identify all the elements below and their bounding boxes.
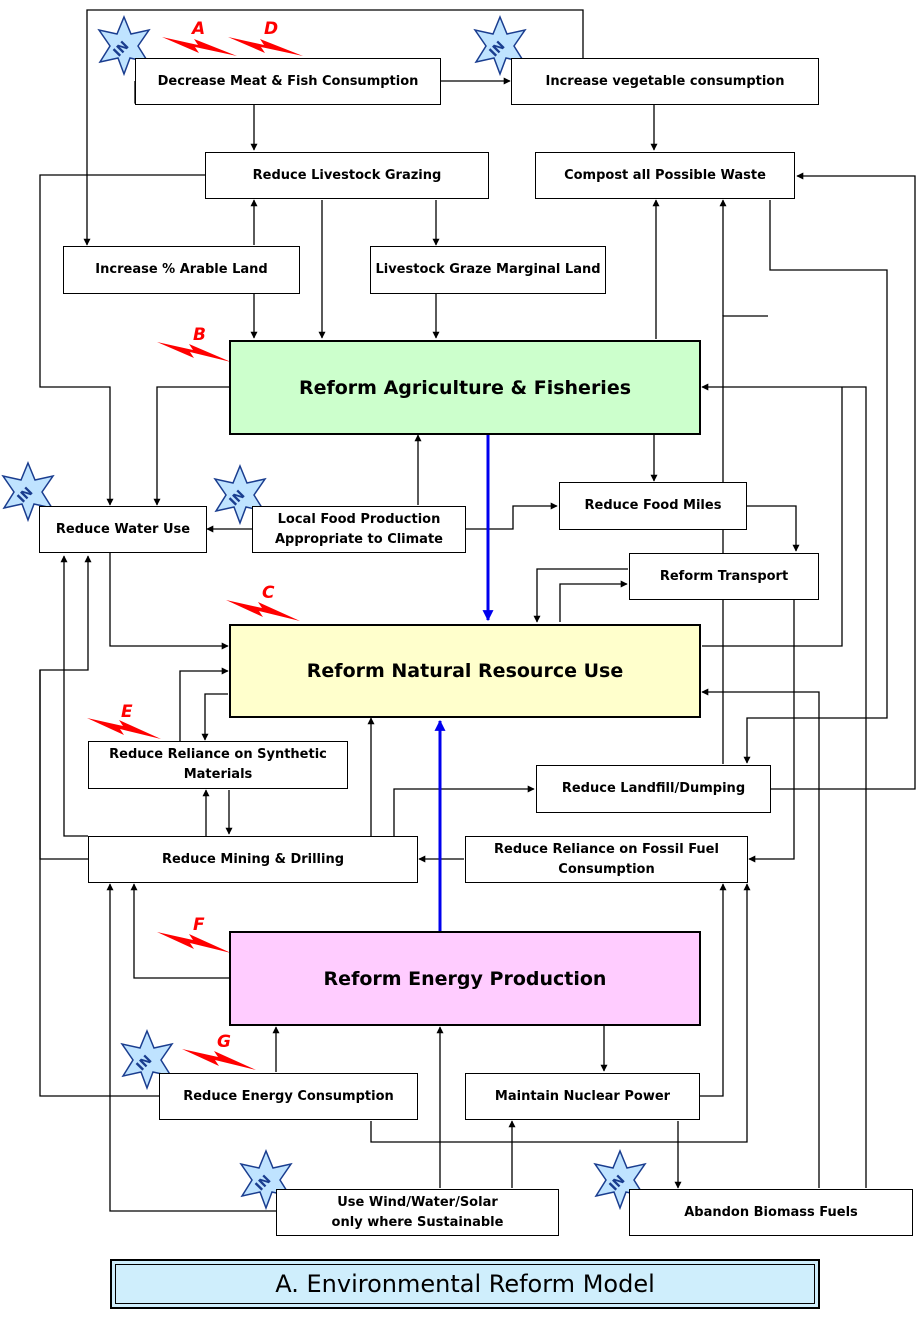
box-reduce-synthetic-materials: Reduce Reliance on Synthetic Materials xyxy=(88,741,348,789)
fossil-line2: Consumption xyxy=(558,861,655,877)
figure-caption: A. Environmental Reform Model xyxy=(110,1259,820,1309)
in-star-icon xyxy=(120,1029,174,1091)
wind-line2: only where Sustainable xyxy=(331,1214,504,1230)
box-increase-arable-land: Increase % Arable Land xyxy=(63,246,300,294)
box-reduce-landfill: Reduce Landfill/Dumping xyxy=(536,765,771,813)
box-reduce-mining-drilling: Reduce Mining & Drilling xyxy=(88,836,418,883)
lightning-label-c: C xyxy=(262,583,275,603)
box-increase-vegetable: Increase vegetable consumption xyxy=(511,58,819,105)
box-reform-agriculture: Reform Agriculture & Fisheries xyxy=(229,340,701,435)
box-reform-transport: Reform Transport xyxy=(629,553,819,600)
box-maintain-nuclear-power: Maintain Nuclear Power xyxy=(465,1073,700,1120)
in-star-icon xyxy=(239,1149,293,1211)
in-star-icon xyxy=(213,464,267,526)
box-reduce-energy-consumption: Reduce Energy Consumption xyxy=(159,1073,418,1120)
in-star-icon xyxy=(1,461,55,523)
local-food-line1: Local Food Production xyxy=(277,511,441,527)
lightning-label-b: B xyxy=(193,325,206,345)
box-reduce-water-use: Reduce Water Use xyxy=(39,506,207,553)
box-reduce-fossil-fuel: Reduce Reliance on Fossil Fuel Consumpti… xyxy=(465,836,748,883)
lightning-label-a: A xyxy=(190,19,205,39)
box-wind-water-solar: Use Wind/Water/Solar only where Sustaina… xyxy=(276,1189,559,1236)
fossil-line1: Reduce Reliance on Fossil Fuel xyxy=(494,841,719,857)
box-livestock-marginal-land: Livestock Graze Marginal Land xyxy=(370,246,606,294)
in-star-icon xyxy=(97,15,151,77)
synthetic-line1: Reduce Reliance on Synthetic xyxy=(109,747,327,762)
box-local-food-production: Local Food Production Appropriate to Cli… xyxy=(252,506,466,553)
wind-line1: Use Wind/Water/Solar xyxy=(337,1194,498,1210)
box-reduce-livestock-grazing: Reduce Livestock Grazing xyxy=(205,152,489,199)
lightning-label-e: E xyxy=(121,702,133,722)
in-star-icon xyxy=(593,1149,647,1211)
lightning-label-f: F xyxy=(193,915,205,935)
in-star-icon xyxy=(473,15,527,77)
lightning-label-g: G xyxy=(217,1032,231,1052)
lightning-label-d: D xyxy=(264,19,278,39)
box-decrease-meat-fish: Decrease Meat & Fish Consumption xyxy=(135,58,441,105)
local-food-line2: Appropriate to Climate xyxy=(275,531,443,547)
box-abandon-biomass: Abandon Biomass Fuels xyxy=(629,1189,913,1236)
box-reform-energy-production: Reform Energy Production xyxy=(229,931,701,1026)
synthetic-line2: Materials xyxy=(183,767,253,782)
box-reform-natural-resource: Reform Natural Resource Use xyxy=(229,624,701,718)
box-compost-waste: Compost all Possible Waste xyxy=(535,152,795,199)
box-reduce-food-miles: Reduce Food Miles xyxy=(559,482,747,530)
